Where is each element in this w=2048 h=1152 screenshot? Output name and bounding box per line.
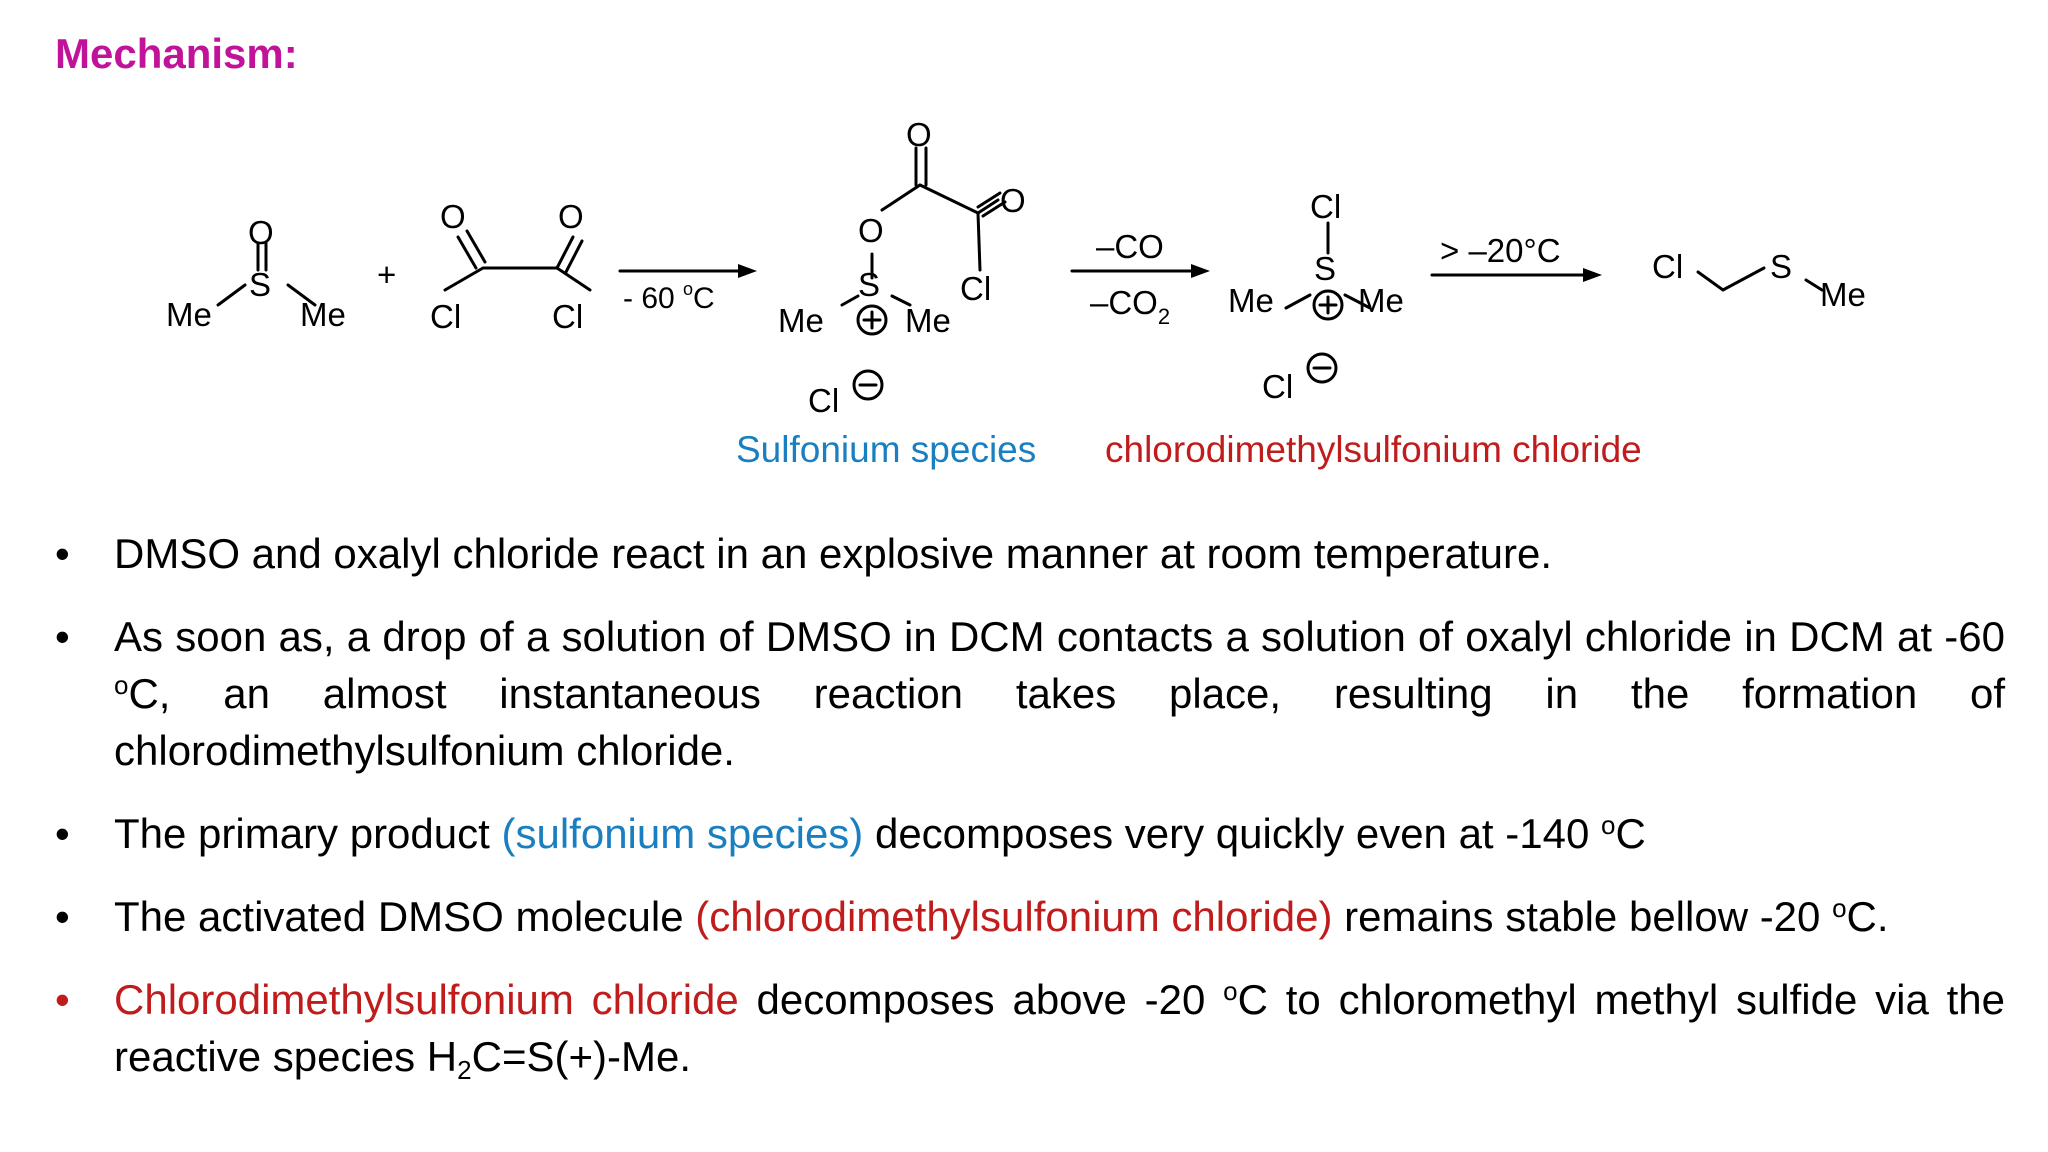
- chloro-bond-me2: [1343, 293, 1372, 310]
- chloro-methyl-left: Me: [1228, 282, 1274, 319]
- dmso-oxygen: O: [248, 214, 274, 251]
- chloro-methyl-right: Me: [1358, 282, 1404, 319]
- plus-charge-1: [856, 304, 888, 336]
- plus-charge-2: [1312, 289, 1344, 321]
- dmso-methyl-right: Me: [300, 296, 346, 333]
- highlight-sulfonium-species: (sulfonium species): [501, 810, 864, 857]
- bullet-text: C: [1615, 810, 1646, 857]
- dmso-bond-me1: [216, 283, 247, 307]
- bullet-text: C=S(+)-Me.: [471, 1033, 691, 1080]
- arrow-1-head: [738, 264, 757, 278]
- sulfonium-ester-co: [914, 146, 928, 187]
- oxalyl-oxygen-right: O: [558, 198, 584, 235]
- product-bond-left: [1696, 266, 1766, 292]
- product-methyl: Me: [1820, 276, 1866, 313]
- bullet-item-4: • The activated DMSO molecule (chlorodim…: [55, 888, 2005, 945]
- bullet-text: As soon as, a drop of a solution of DMSO…: [114, 613, 2005, 660]
- degree-sign: o: [1223, 976, 1238, 1006]
- bullet-text: C to chloromethyl methyl sulfide via the…: [114, 976, 2006, 1080]
- sulfonium-bond-me2: [890, 294, 912, 307]
- page-title: Mechanism:: [55, 30, 298, 77]
- highlight-chlorodimethylsulfonium: (chlorodimethylsulfonium chloride): [695, 893, 1333, 940]
- degree-sign: o: [114, 670, 129, 700]
- bullet-text: decomposes very quickly even at -140: [863, 810, 1602, 857]
- reaction-scheme: O S Me Me + O O Cl Cl O O O S Cl Me Me C…: [166, 116, 1866, 470]
- bullet-marker: •: [55, 893, 70, 940]
- bullet-marker: •: [55, 810, 70, 857]
- dmso-bond-me2: [286, 283, 317, 307]
- bullet-text: DMSO and oxalyl chloride react in an exp…: [114, 530, 1553, 577]
- label-sulfonium-species: Sulfonium species: [736, 429, 1036, 470]
- minus-charge-2: [1306, 352, 1338, 384]
- chloro-top-chlorine: Cl: [1310, 188, 1341, 225]
- product-bond-right: [1804, 278, 1824, 292]
- sulfonium-acyl-co: [976, 191, 1007, 218]
- degree-sign: o: [1601, 810, 1616, 840]
- bullet-marker: •: [55, 530, 70, 577]
- degree-sign: o: [1832, 893, 1847, 923]
- bullet-item-3: • The primary product (sulfonium species…: [55, 805, 2005, 862]
- sulfonium-carbonyl-oxygen: O: [906, 116, 932, 153]
- oxalyl-backbone: [443, 266, 592, 292]
- oxalyl-chlorine-left: Cl: [430, 298, 461, 335]
- sulfonium-counterion-cl: Cl: [808, 382, 839, 419]
- arrow-2-head: [1191, 264, 1210, 278]
- arrow-1-label: - 60 oC: [623, 279, 715, 315]
- bullet-marker-red: •: [55, 976, 70, 1023]
- sulfonium-ester-chain: [880, 183, 1000, 215]
- sulfonium-methyl-left: Me: [778, 302, 824, 339]
- highlight-chlorodimethylsulfonium: Chlorodimethylsulfonium chloride: [114, 976, 739, 1023]
- sulfonium-chlorine: Cl: [960, 270, 991, 307]
- sulfonium-bond-me1: [840, 294, 860, 307]
- bullet-item-1: • DMSO and oxalyl chloride react in an e…: [55, 525, 2005, 582]
- arrow-3-head: [1583, 268, 1602, 282]
- arrow-2-label-top: –CO: [1096, 228, 1164, 265]
- oxalyl-co-right: [555, 235, 584, 274]
- bullet-text: The activated DMSO molecule: [114, 893, 696, 940]
- bullet-item-5: • Chlorodimethylsulfonium chloride decom…: [55, 971, 2005, 1085]
- chloro-bond-me1: [1284, 293, 1312, 310]
- sulfonium-ester-oxygen: O: [858, 212, 884, 249]
- oxalyl-oxygen-left: O: [440, 198, 466, 235]
- bullet-item-2: • As soon as, a drop of a solution of DM…: [55, 608, 2005, 779]
- bullet-text: decomposes above -20: [738, 976, 1224, 1023]
- bullet-text: C, an almost instantaneous reaction take…: [114, 670, 2005, 774]
- bullet-list: • DMSO and oxalyl chloride react in an e…: [55, 525, 2005, 1111]
- product-chlorine: Cl: [1652, 248, 1683, 285]
- oxalyl-chlorine-right: Cl: [552, 298, 583, 335]
- bullet-text: remains stable bellow -20: [1332, 893, 1833, 940]
- chloro-sulfur: S: [1314, 250, 1336, 287]
- dmso-sulfur: S: [249, 266, 271, 303]
- arrow-2-label-bottom: –CO2: [1090, 284, 1170, 329]
- bullet-text: The primary product: [114, 810, 502, 857]
- subscript-2: 2: [457, 1055, 472, 1085]
- chloro-counterion-cl: Cl: [1262, 368, 1293, 405]
- arrow-3-label: > –20°C: [1440, 232, 1561, 269]
- sulfonium-acyl-oxygen: O: [1000, 182, 1026, 219]
- plus-sign: +: [377, 256, 396, 293]
- label-chlorodimethylsulfonium-chloride: chlorodimethylsulfonium chloride: [1105, 429, 1642, 470]
- oxalyl-co-left: [456, 229, 487, 270]
- dmso-double-bond-so: [256, 241, 268, 272]
- minus-charge-1: [852, 369, 884, 401]
- sulfonium-sulfur: S: [858, 266, 880, 303]
- dmso-methyl-left: Me: [166, 296, 212, 333]
- sulfonium-methyl-right: Me: [905, 302, 951, 339]
- bullet-text: C.: [1846, 893, 1889, 940]
- product-sulfur: S: [1770, 248, 1792, 285]
- sulfonium-ccl-bond: [976, 211, 982, 272]
- bullet-marker: •: [55, 613, 70, 660]
